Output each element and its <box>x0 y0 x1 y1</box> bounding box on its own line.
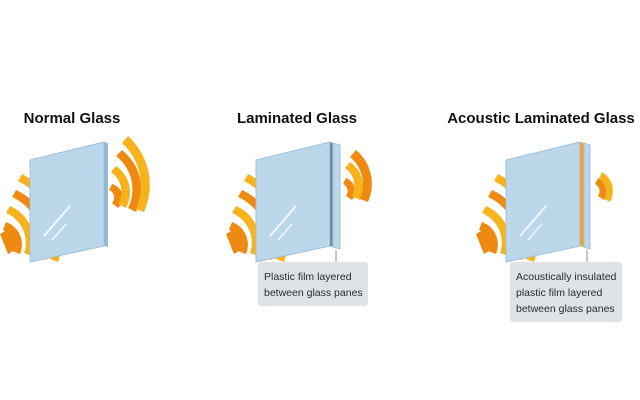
callout-acoustic: Acoustically insulated plastic film laye… <box>510 262 622 322</box>
callout-line: between glass panes <box>264 287 363 299</box>
glass-pane-icon <box>505 141 591 263</box>
callout-line: Plastic film layered <box>264 271 352 283</box>
panel-title-acoustic: Acoustic Laminated Glass <box>447 110 635 127</box>
sound-wave-icon <box>343 150 372 202</box>
glass-pane-icon <box>255 141 341 263</box>
callout-line: between glass panes <box>516 303 615 315</box>
acoustic-film-layer <box>580 142 584 247</box>
panel-acoustic-laminated-glass: Acoustic Laminated Glass Acoustically in… <box>447 110 635 322</box>
panel-title-normal: Normal Glass <box>24 110 121 127</box>
panel-laminated-glass: Laminated Glass Plastic film layered bet… <box>226 110 372 306</box>
panel-title-laminated: Laminated Glass <box>237 110 357 127</box>
panel-normal-glass: Normal Glass <box>0 110 150 263</box>
sound-wave-icon <box>595 172 613 202</box>
callout-line: plastic film layered <box>516 287 603 299</box>
callout-laminated: Plastic film layered between glass panes <box>258 262 368 306</box>
glass-pane-icon <box>29 141 108 263</box>
sound-wave-icon <box>109 136 150 212</box>
plastic-film-layer <box>330 142 333 247</box>
callout-line: Acoustically insulated <box>516 271 617 283</box>
